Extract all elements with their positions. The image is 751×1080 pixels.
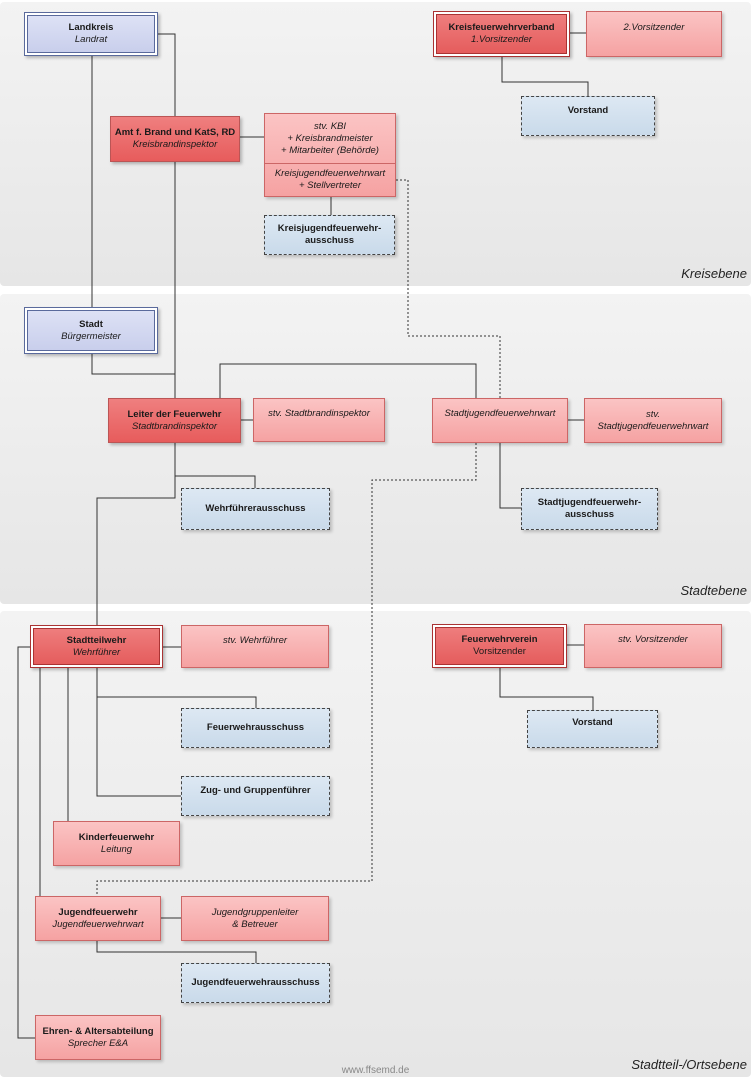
node-line: ausschuss bbox=[304, 235, 355, 246]
node-title: Feuerwehrausschuss bbox=[206, 722, 305, 733]
node-subtitle: 1.Vorsitzender bbox=[471, 34, 532, 45]
node-line: + Kreisbrandmeister bbox=[287, 132, 373, 144]
node-title: Ehren- & Altersabteilung bbox=[42, 1025, 154, 1037]
node-stadt[interactable]: Stadt Bürgermeister bbox=[24, 307, 158, 354]
band-label: Stadtebene bbox=[680, 583, 747, 598]
node-subtitle: Jugendfeuerwehrwart bbox=[52, 918, 144, 930]
node-stv-vorsitzender[interactable]: stv. Vorsitzender bbox=[584, 624, 722, 668]
node-landkreis[interactable]: Landkreis Landrat bbox=[24, 12, 158, 56]
node-title: Kinderfeuerwehr bbox=[78, 831, 155, 843]
node-subtitle: Stadtbrandinspektor bbox=[131, 420, 218, 432]
node-title: Vorstand bbox=[572, 717, 613, 728]
node-jugendfeuerwehr[interactable]: Jugendfeuerwehr Jugendfeuerwehrwart bbox=[35, 896, 161, 941]
node-subtitle: Bürgermeister bbox=[61, 330, 121, 342]
node-line: stv. KBI bbox=[313, 120, 347, 132]
node-subtitle: stv. Stadtbrandinspektor bbox=[268, 408, 370, 419]
node-line: stv. bbox=[645, 408, 661, 420]
node-kreisjugend-ausschuss[interactable]: Kreisjugendfeuerwehr- ausschuss bbox=[264, 215, 395, 255]
node-line: Kreisjugendfeuerwehr- bbox=[277, 223, 382, 234]
node-line: Kreisjugendfeuerwehrwart bbox=[274, 168, 386, 179]
node-kreisfeuerwehrverband[interactable]: Kreisfeuerwehrverband 1.Vorsitzender bbox=[433, 11, 570, 57]
node-title: Zug- und Gruppenführer bbox=[200, 785, 311, 796]
node-line: ausschuss bbox=[564, 509, 615, 520]
node-title: Feuerwehrverein bbox=[461, 634, 538, 645]
node-kinderfeuerwehr[interactable]: Kinderfeuerwehr Leitung bbox=[53, 821, 180, 866]
node-2-vorsitzender[interactable]: 2.Vorsitzender bbox=[586, 11, 722, 57]
node-title: Jugendfeuerwehrausschuss bbox=[191, 977, 320, 988]
node-subtitle: Kreisbrandinspektor bbox=[132, 139, 218, 150]
node-line: + Stellvertreter bbox=[298, 180, 362, 191]
node-jugendfeuerwehrausschuss[interactable]: Jugendfeuerwehrausschuss bbox=[181, 963, 330, 1003]
node-subtitle: Leitung bbox=[100, 843, 133, 855]
node-amt-brand-katS[interactable]: Amt f. Brand und KatS, RD Kreisbrandinsp… bbox=[110, 116, 240, 162]
node-subtitle: Landrat bbox=[74, 34, 108, 45]
node-title: Wehrführerausschuss bbox=[205, 503, 306, 514]
node-stv-wehrfuehrer[interactable]: stv. Wehrführer bbox=[181, 625, 329, 668]
node-line: Jugendgruppenleiter bbox=[211, 906, 299, 918]
node-subtitle: Vorsitzender bbox=[473, 646, 526, 657]
node-feuerwehrausschuss[interactable]: Feuerwehrausschuss bbox=[181, 708, 330, 748]
node-line: Stadtjugendfeuerwehr- bbox=[537, 497, 642, 508]
node-stv-kbi-section: stv. KBI + Kreisbrandmeister + Mitarbeit… bbox=[265, 114, 395, 164]
node-leiter-der-feuerwehr[interactable]: Leiter der Feuerwehr Stadtbrandinspektor bbox=[108, 398, 241, 443]
band-label: Kreisebene bbox=[681, 266, 747, 281]
node-title: Stadt bbox=[79, 318, 103, 330]
watermark: www.ffsemd.de bbox=[341, 1065, 410, 1076]
node-kreisjugend-section: Kreisjugendfeuerwehrwart + Stellvertrete… bbox=[265, 164, 395, 196]
node-subtitle: 2.Vorsitzender bbox=[623, 22, 685, 33]
node-subtitle: stv. Wehrführer bbox=[222, 635, 288, 646]
node-subtitle: Wehrführer bbox=[72, 646, 121, 658]
node-stv-stadtbrandinspektor[interactable]: stv. Stadtbrandinspektor bbox=[253, 398, 385, 442]
node-title: Kreisfeuerwehrverband bbox=[448, 22, 555, 33]
node-stv-stadtjugendfeuerwehrwart[interactable]: stv. Stadtjugendfeuerwehrwart bbox=[584, 398, 722, 443]
node-line: & Betreuer bbox=[232, 918, 278, 930]
node-title: Landkreis bbox=[68, 22, 114, 33]
node-stv-kbi-kreisjugend[interactable]: stv. KBI + Kreisbrandmeister + Mitarbeit… bbox=[264, 113, 396, 197]
node-wehrfuehrerausschuss[interactable]: Wehrführerausschuss bbox=[181, 488, 330, 530]
node-kfv-vorstand[interactable]: Vorstand bbox=[521, 96, 655, 136]
node-feuerwehrverein[interactable]: Feuerwehrverein Vorsitzender bbox=[432, 624, 567, 668]
node-title: Stadtteilwehr bbox=[66, 634, 127, 646]
node-jugendgruppenleiter[interactable]: Jugendgruppenleiter & Betreuer bbox=[181, 896, 329, 941]
node-line: Stadtjugendfeuerwehrwart bbox=[597, 420, 709, 432]
band-label: Stadtteil-/Ortsebene bbox=[631, 1057, 747, 1072]
node-stadtteilwehr[interactable]: Stadtteilwehr Wehrführer bbox=[30, 625, 163, 668]
node-subtitle: stv. Vorsitzender bbox=[618, 634, 688, 645]
node-title: Amt f. Brand und KatS, RD bbox=[114, 127, 236, 138]
node-line: + Mitarbeiter (Behörde) bbox=[281, 144, 379, 156]
node-title: Vorstand bbox=[567, 105, 609, 116]
node-stadtjugend-ausschuss[interactable]: Stadtjugendfeuerwehr- ausschuss bbox=[521, 488, 658, 530]
node-title: Jugendfeuerwehr bbox=[58, 906, 138, 918]
node-verein-vorstand[interactable]: Vorstand bbox=[527, 710, 658, 748]
node-ehren-altersabteilung[interactable]: Ehren- & Altersabteilung Sprecher E&A bbox=[35, 1015, 161, 1060]
node-subtitle: Stadtjugendfeuerwehrwart bbox=[444, 408, 556, 419]
node-title: Leiter der Feuerwehr bbox=[127, 408, 222, 420]
node-stadtjugendfeuerwehrwart[interactable]: Stadtjugendfeuerwehrwart bbox=[432, 398, 568, 443]
node-subtitle: Sprecher E&A bbox=[67, 1037, 129, 1049]
node-zug-gruppenfuehrer[interactable]: Zug- und Gruppenführer bbox=[181, 776, 330, 816]
